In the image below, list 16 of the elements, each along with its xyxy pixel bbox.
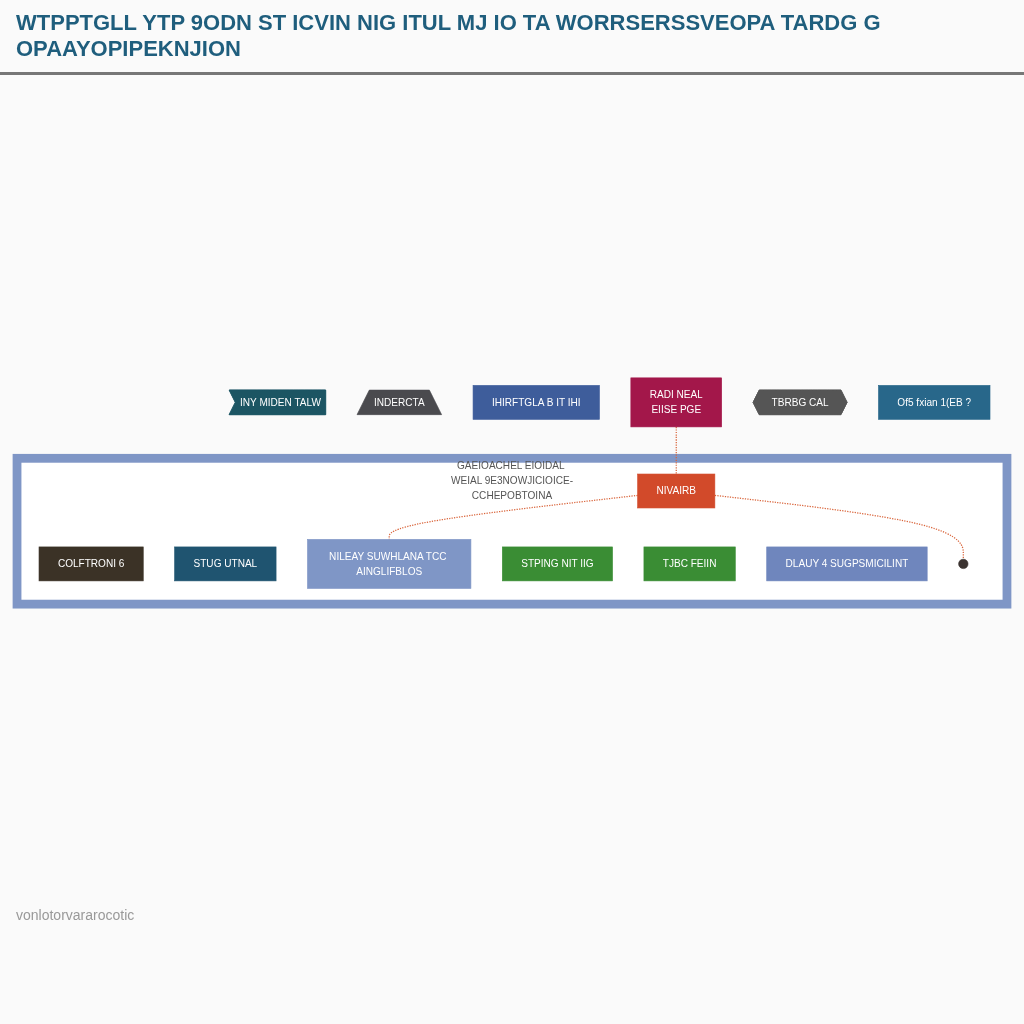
connector [714, 494, 964, 560]
connector [388, 494, 639, 541]
connector [675, 426, 677, 475]
node-box: RADI NEAL EIISE PGE [630, 377, 722, 428]
node-box: DLAUY 4 SUGPSMICILINT [766, 546, 928, 582]
node-box: STUG UTNAL [174, 546, 277, 582]
node-box: Of5 fxian 1(EB ? [878, 385, 991, 420]
node-box: NILEAY SUWHLANA TCC AINGLIFBLOS [307, 539, 472, 589]
node-box: IHIRFTGLA B IT IHI [472, 385, 600, 420]
node-box: NIVAIRB [637, 473, 716, 509]
node-box: TJBC FEIIN [643, 546, 736, 582]
title: WTPPTGLL YTP 9ODN ST ICVIN NIG ITUL MJ IO TA WORRSERSSVEOPA TARDG G OPAAYOPIPEKNJION [0, 0, 1024, 75]
node-person [958, 558, 969, 569]
node-box: COLFTRONI 6 [38, 546, 144, 582]
note-text: vonlotorvararocotic [16, 907, 136, 923]
node-box: STPING NIT IIG [502, 546, 613, 582]
